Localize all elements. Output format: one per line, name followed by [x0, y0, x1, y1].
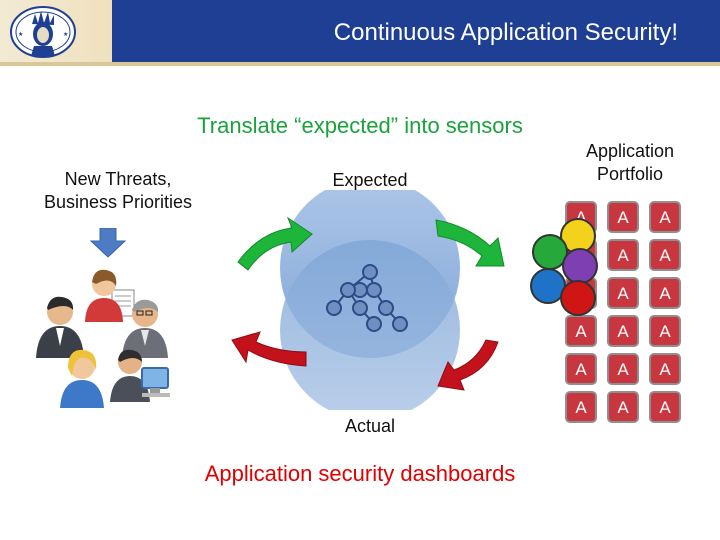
team-people-icon [36, 269, 170, 408]
app-tile: A [607, 353, 639, 385]
app-tile: A [607, 391, 639, 423]
portfolio-label-line2: Portfolio [596, 164, 664, 184]
threats-label: New Threats, Business Priorities [18, 168, 218, 214]
application-portfolio-grid: AAAAAAAAAAAAAAAAAA [530, 201, 681, 423]
app-tile-label: A [617, 246, 629, 265]
app-tile-label: A [575, 322, 587, 341]
app-tile-label: A [659, 208, 671, 227]
app-tile: A [565, 353, 597, 385]
app-tile-label: A [575, 360, 587, 379]
statue-of-liberty-logo-icon: ★ ★ [10, 6, 76, 58]
app-tile: A [649, 353, 681, 385]
app-tile-label: A [659, 398, 671, 417]
app-tile: A [565, 315, 597, 347]
app-tile: A [607, 315, 639, 347]
threats-label-line1: New Threats, [64, 169, 172, 189]
sensor-green-icon [532, 234, 568, 270]
app-tile-label: A [659, 360, 671, 379]
person-woman-icon [85, 269, 135, 322]
svg-text:★: ★ [18, 31, 23, 38]
app-tile-label: A [617, 360, 629, 379]
app-tile: A [649, 391, 681, 423]
network-nodes-icon [326, 264, 408, 332]
green-arrow-right-icon [435, 219, 505, 267]
expected-actual-diagram [231, 190, 505, 410]
footer-caption: Application security dashboards [204, 461, 516, 486]
app-tile-label: A [617, 398, 629, 417]
app-tile: A [607, 201, 639, 233]
app-tile-label: A [617, 284, 629, 303]
app-tile: A [649, 201, 681, 233]
threats-label-line2: Business Priorities [43, 192, 193, 212]
person-blonde-woman-icon [60, 349, 104, 408]
sensor-purple-icon [562, 248, 598, 284]
person-computer-user-icon [110, 349, 170, 402]
person-elder-icon [122, 299, 168, 358]
expected-label: Expected [332, 170, 408, 190]
app-tile: A [607, 277, 639, 309]
sensor-red-icon [560, 280, 596, 316]
down-arrow-icon [90, 228, 126, 258]
svg-text:★: ★ [63, 31, 68, 38]
app-tile-label: A [659, 322, 671, 341]
subtitle: Translate “expected” into sensors [197, 113, 523, 138]
header-bar: ★ ★ Continuous Application Security! [0, 0, 720, 66]
app-tile-label: A [575, 398, 587, 417]
app-tile-label: A [617, 322, 629, 341]
sensor-blue-icon [530, 268, 566, 304]
portfolio-label: Application Portfolio [540, 140, 720, 186]
red-arrow-right-icon [437, 339, 499, 391]
page-title: Continuous Application Security! [333, 19, 678, 46]
person-businessman-icon [36, 296, 84, 358]
app-tile-label: A [659, 246, 671, 265]
app-tile: A [607, 239, 639, 271]
header-background [0, 0, 720, 62]
portfolio-label-line1: Application [585, 141, 675, 161]
header-band [0, 62, 720, 66]
actual-label: Actual [344, 416, 396, 436]
app-tile: A [649, 277, 681, 309]
app-tile-label: A [659, 284, 671, 303]
green-arrow-left-icon [237, 216, 313, 271]
app-tile: A [565, 391, 597, 423]
red-arrow-left-icon [231, 331, 307, 367]
app-tile-label: A [617, 208, 629, 227]
app-tile: A [649, 315, 681, 347]
app-tile: A [649, 239, 681, 271]
